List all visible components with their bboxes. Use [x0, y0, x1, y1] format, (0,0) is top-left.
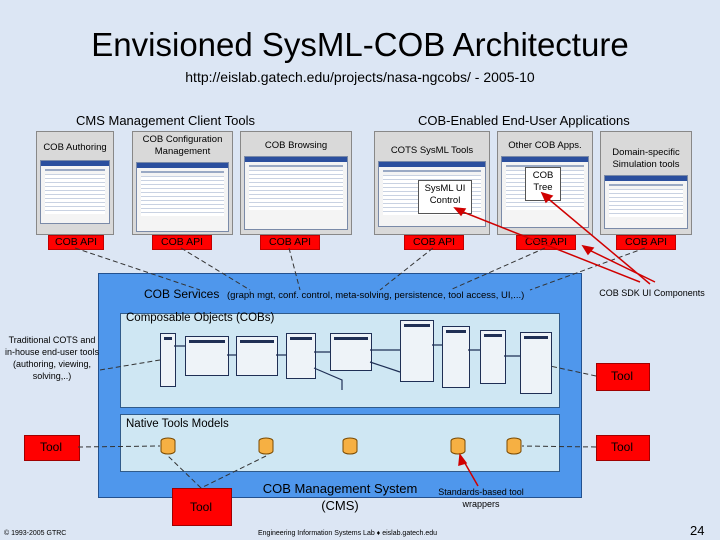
tool-box-right-top — [596, 363, 650, 391]
cob-node — [160, 333, 176, 387]
connector — [180, 247, 251, 291]
sdk-arrow — [544, 195, 651, 285]
connector — [200, 455, 267, 489]
domain-sim-label: Domain-specific Simulation tools — [612, 147, 680, 170]
tool-box-left — [24, 435, 80, 461]
cob-api-config: COB API — [152, 235, 212, 250]
sysml-ui-control: SysML UI Control — [418, 180, 472, 214]
connector — [549, 365, 597, 377]
sdk-arrowhead — [540, 191, 554, 204]
cob-edge — [174, 344, 520, 357]
cob-api-domain-sim: COB API — [616, 235, 676, 250]
tool-label-bottom: Tool — [189, 500, 212, 514]
cob-node — [286, 333, 316, 379]
end-user-apps-heading: COB-Enabled End-User Applications — [418, 113, 630, 128]
connector — [74, 247, 201, 291]
cob-api-browsing: COB API — [260, 235, 320, 250]
tool-label-right-top: Tool — [610, 369, 633, 383]
tool-box-right-bottom — [596, 435, 650, 461]
cob-node — [400, 320, 434, 382]
domain-sim-screenshot — [604, 175, 688, 229]
connector — [521, 445, 597, 448]
domain-sim-panel: Domain-specific Simulation tools — [600, 131, 692, 235]
tool-box-bottom — [172, 488, 232, 526]
composable-objects-label: Composable Objects (COBs) — [126, 312, 275, 324]
cob-authoring-screenshot — [40, 160, 110, 224]
cob-services-detail: (graph mgt, conf. control, meta-solving,… — [227, 290, 525, 301]
cob-node — [330, 333, 372, 371]
tool-label-left: Tool — [39, 440, 62, 454]
database-icon — [342, 437, 358, 460]
database-icon — [450, 437, 466, 460]
cob-api-other-apps: COB API — [516, 235, 576, 250]
sdk-arrowhead — [581, 244, 595, 256]
cms-label: COB Management System (CMS) — [262, 481, 418, 513]
sdk-arrow — [584, 247, 656, 283]
cob-browsing-screenshot — [244, 156, 348, 230]
connector — [77, 445, 161, 448]
cob-browsing-label: COB Browsing — [264, 140, 328, 151]
native-tools-label: Native Tools Models — [126, 418, 229, 430]
connector — [379, 247, 434, 291]
wrapper-arrowhead — [458, 453, 468, 467]
cob-sdk-label: COB SDK UI Components — [599, 288, 705, 298]
cob-node — [185, 336, 229, 376]
cob-node — [520, 332, 552, 394]
connector — [529, 247, 646, 291]
traditional-tools-label: Traditional COTS and in-house end-user t… — [4, 335, 100, 381]
database-icon — [160, 437, 176, 460]
cob-authoring-panel: COB Authoring — [36, 131, 114, 235]
slide-subtitle: http://eislab.gatech.edu/projects/nasa-n… — [185, 69, 535, 85]
other-cob-apps-label: Other COB Apps. — [508, 140, 582, 151]
slide-title: Envisioned SysML-COB Architecture — [91, 26, 629, 63]
cots-sysml-label: COTS SysML Tools — [390, 145, 474, 156]
connector — [167, 455, 202, 489]
cob-tree-control: COB Tree — [525, 167, 561, 201]
cob-api-authoring: COB API — [48, 235, 104, 250]
cob-authoring-label: COB Authoring — [43, 142, 107, 153]
footer-text: Engineering Information Systems Lab ♦ ei… — [258, 530, 438, 537]
cob-browsing-panel: COB Browsing — [240, 131, 352, 235]
cob-node — [480, 330, 506, 384]
connector — [288, 247, 301, 291]
wrappers-label: Standards-based tool wrappers — [438, 487, 524, 509]
cob-node — [236, 336, 278, 376]
cob-config-label: COB Configuration Management — [142, 134, 223, 157]
connector — [449, 247, 546, 291]
page-number: 24 — [690, 523, 705, 538]
native-tools-box — [120, 414, 560, 472]
cob-edge — [313, 361, 401, 390]
database-icon — [258, 437, 274, 460]
cob-config-screenshot — [136, 162, 229, 232]
copyright: © 1993-2005 GTRC — [4, 530, 67, 537]
cob-services-label: COB Services — [144, 287, 220, 301]
connector — [99, 359, 161, 371]
cob-node — [442, 326, 470, 388]
client-tools-heading: CMS Management Client Tools — [76, 113, 255, 128]
sdk-arrow — [457, 209, 641, 283]
tool-label-right-bottom: Tool — [610, 440, 633, 454]
cob-api-sysml: COB API — [404, 235, 464, 250]
database-icon — [506, 437, 522, 460]
cob-config-panel: COB Configuration Management — [132, 131, 233, 235]
sdk-arrowhead — [453, 207, 467, 217]
